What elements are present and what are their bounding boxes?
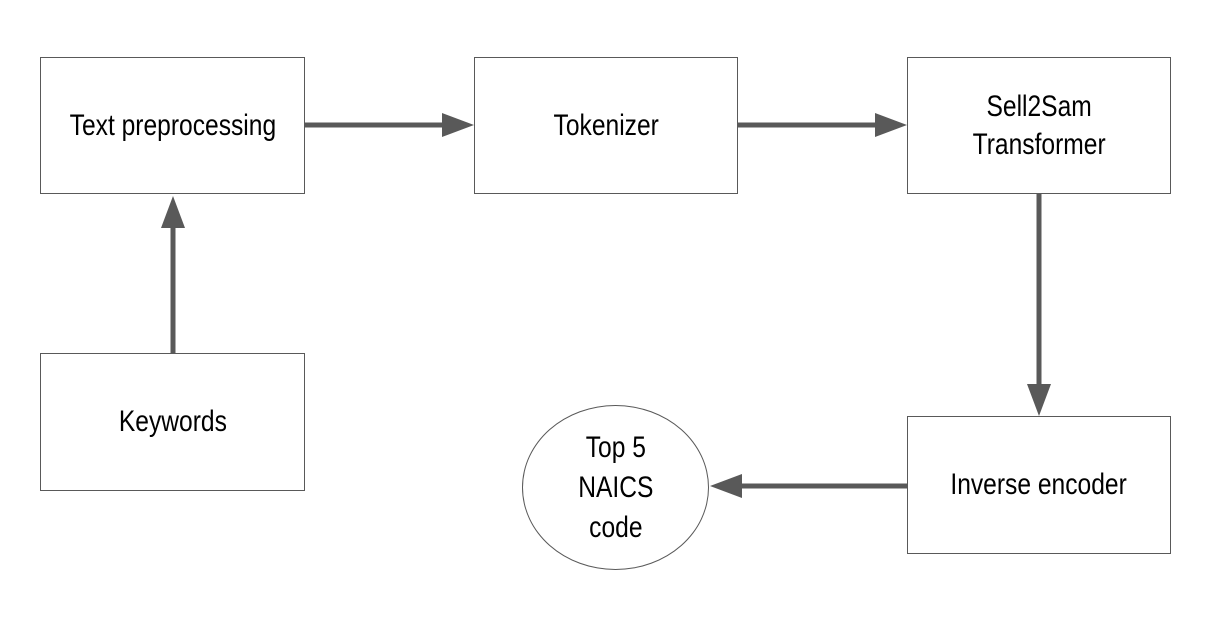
keywords-node: Keywords — [40, 353, 305, 491]
edge-keywords-to-text-preprocessing — [161, 196, 185, 353]
sell2sam-transformer-node: Sell2Sam Transformer — [907, 57, 1171, 194]
sell2sam-transformer-label: Sell2Sam Transformer — [972, 89, 1106, 161]
text-preprocessing-node: Text preprocessing — [40, 57, 305, 194]
inverse-encoder-node: Inverse encoder — [907, 416, 1171, 554]
edge-tokenizer-to-transformer — [738, 113, 907, 137]
output-node: Top 5 NAICS code — [522, 405, 709, 570]
text-preprocessing-label: Text preprocessing — [69, 108, 276, 142]
edge-transformer-to-inverse-encoder — [1027, 194, 1051, 416]
tokenizer-label: Tokenizer — [553, 108, 659, 142]
output-label: Top 5 NAICS code — [577, 430, 654, 544]
edge-text-preprocessing-to-tokenizer — [305, 113, 474, 137]
edge-inverse-encoder-to-output — [710, 474, 907, 498]
keywords-label: Keywords — [118, 405, 227, 438]
inverse-encoder-label: Inverse encoder — [950, 468, 1128, 501]
tokenizer-node: Tokenizer — [474, 57, 738, 194]
